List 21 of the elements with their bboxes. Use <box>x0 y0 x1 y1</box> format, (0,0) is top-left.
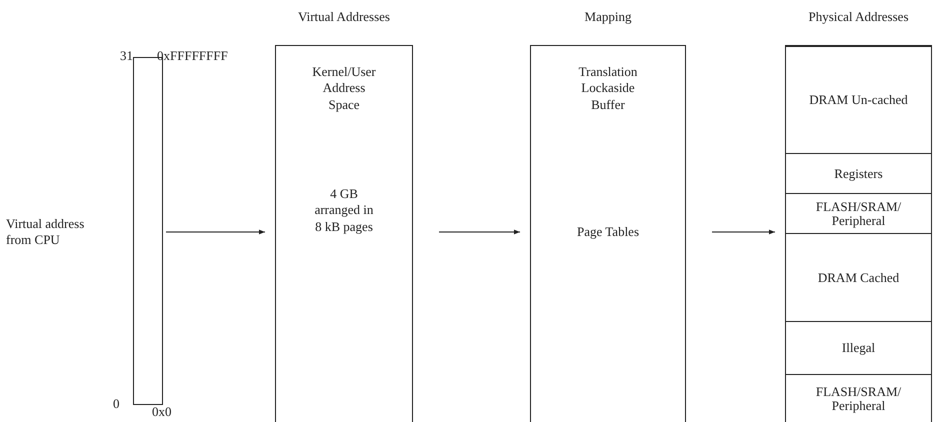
arrow <box>438 230 520 234</box>
region-label: DRAM Cached <box>816 270 900 284</box>
bit-number: 0 <box>113 396 120 412</box>
region-label: FLASH/SRAM/ Peripheral <box>814 385 902 413</box>
input-label: Virtual address from CPU <box>6 216 86 248</box>
column-heading: Mapping <box>584 9 632 25</box>
column-text: Page Tables <box>576 224 640 240</box>
column-text: 4 GB arranged in 8 kB pages <box>314 186 374 235</box>
region-label: Registers <box>833 166 884 180</box>
region-label: Illegal <box>840 341 876 355</box>
column-heading: Virtual Addresses <box>296 9 391 25</box>
arrow <box>712 230 776 234</box>
region-label: FLASH/SRAM/ Peripheral <box>814 200 902 228</box>
column-heading: Physical Addresses <box>807 9 910 25</box>
arrow <box>166 230 266 234</box>
column-text: Kernel/User Address Space <box>311 64 377 113</box>
address-label: 0x0 <box>152 404 172 420</box>
region-label: DRAM Un-cached <box>808 93 909 107</box>
column-text: Translation Lockaside Buffer <box>578 64 638 113</box>
bit-number: 31 <box>120 48 133 64</box>
address-label: 0xFFFFFFFF <box>157 48 228 64</box>
